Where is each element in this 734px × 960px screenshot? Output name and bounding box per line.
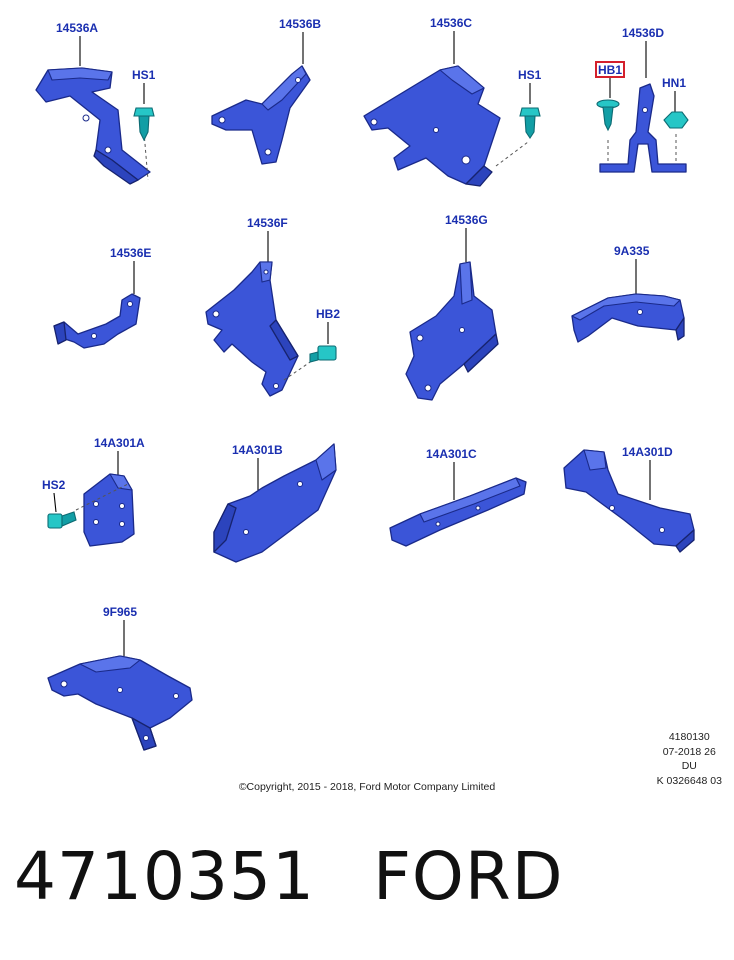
callout-14A301B: 14A301B bbox=[232, 443, 283, 457]
part-14A301C[interactable]: 14A301C bbox=[389, 447, 527, 547]
callout-14536B: 14536B bbox=[279, 17, 321, 31]
callout-hs2: HS2 bbox=[42, 478, 66, 492]
callout-14536D: 14536D bbox=[622, 26, 664, 40]
part-14536C[interactable]: 14536C bbox=[363, 16, 529, 187]
reference-block: 4180130 07-2018 26 DU K 0326648 03 bbox=[657, 730, 722, 788]
copyright-notice: ©Copyright, 2015 - 2018, Ford Motor Comp… bbox=[238, 781, 496, 793]
reference-line-1: 4180130 bbox=[668, 731, 710, 743]
part-14536D[interactable]: 14536D bbox=[599, 26, 687, 173]
callout-14536C: 14536C bbox=[430, 16, 472, 30]
callout-hs1-left: HS1 bbox=[132, 68, 156, 82]
part-9A335[interactable]: 9A335 bbox=[571, 244, 685, 343]
callout-hb1: HB1 bbox=[598, 63, 622, 77]
part-9F965[interactable]: 9F965 bbox=[47, 605, 193, 751]
fastener-HS1-right[interactable]: HS1 bbox=[518, 68, 542, 139]
part-14536E[interactable]: 14536E bbox=[53, 246, 151, 349]
callout-14A301C: 14A301C bbox=[426, 447, 477, 461]
part-14536A[interactable]: 14536A bbox=[35, 21, 151, 185]
part-14536G[interactable]: 14536G bbox=[405, 213, 499, 401]
part-number: 4710351 bbox=[14, 838, 315, 915]
callout-14536F: 14536F bbox=[247, 216, 288, 230]
hb1-highlight-box bbox=[595, 61, 625, 78]
reference-line-3: DU bbox=[681, 760, 697, 772]
fastener-HN1[interactable]: HN1 bbox=[662, 76, 689, 129]
callout-14A301A: 14A301A bbox=[94, 436, 145, 450]
callout-9A335: 9A335 bbox=[614, 244, 650, 258]
callout-hb2: HB2 bbox=[316, 307, 340, 321]
part-14536B[interactable]: 14536B bbox=[211, 17, 321, 165]
part-14536F[interactable]: 14536F bbox=[205, 216, 317, 397]
fastener-HB2[interactable]: HB2 bbox=[309, 307, 340, 363]
part-14A301D[interactable]: 14A301D bbox=[563, 445, 695, 553]
fastener-HB1[interactable]: HB1 bbox=[595, 61, 625, 132]
part-14A301B[interactable]: 14A301B bbox=[213, 443, 337, 563]
part-14A301A[interactable]: 14A301A bbox=[75, 436, 145, 547]
callout-14536E: 14536E bbox=[110, 246, 151, 260]
callout-14A301D: 14A301D bbox=[622, 445, 673, 459]
reference-line-4: K 0326648 03 bbox=[656, 774, 722, 787]
callout-14536G: 14536G bbox=[445, 213, 488, 227]
callout-9F965: 9F965 bbox=[103, 605, 137, 619]
reference-line-2: 07-2018 26 bbox=[662, 745, 716, 758]
callout-hs1-right: HS1 bbox=[518, 68, 542, 82]
fastener-HS2[interactable]: HS2 bbox=[42, 478, 77, 529]
fastener-HS1-left[interactable]: HS1 bbox=[132, 68, 156, 142]
brand-name: FORD bbox=[372, 838, 564, 915]
callout-14536A: 14536A bbox=[56, 21, 98, 35]
callout-hn1: HN1 bbox=[662, 76, 686, 90]
bottom-caption: 4710351 FORD bbox=[14, 838, 564, 915]
